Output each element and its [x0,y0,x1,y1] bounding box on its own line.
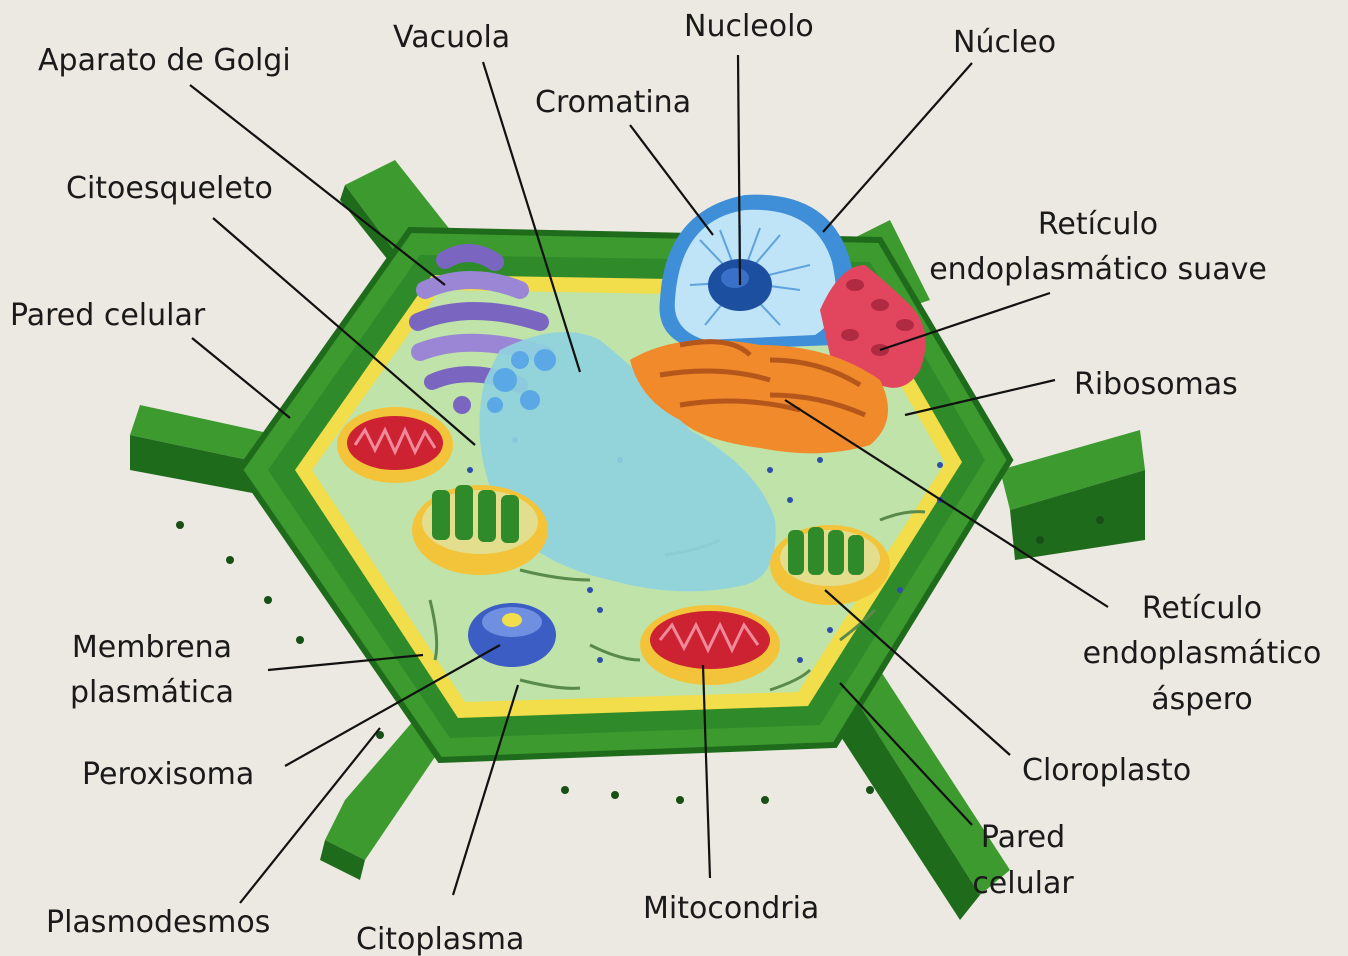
label-golgi: Aparato de Golgi [38,43,291,78]
chloroplast-left [412,485,548,575]
peroxisome [468,603,556,667]
label-citoplasma: Citoplasma [356,922,524,956]
mitochondrion-bottom [640,605,780,685]
label-rel-2: endoplasmático suave [929,252,1267,287]
label-pared-der-1: Pared [981,820,1065,855]
label-nucleo: Núcleo [953,25,1056,60]
label-mitocondria: Mitocondria [643,891,819,926]
label-pared-celular-izq: Pared celular [10,298,206,333]
label-membrana-2: plasmática [70,675,234,710]
label-nucleolo: Nucleolo [684,9,814,44]
label-citoesqueleto: Citoesqueleto [66,171,273,206]
mitochondrion-left [337,407,453,483]
label-rel-1: Retículo [1038,207,1158,242]
label-rer-1: Retículo [1142,591,1262,626]
label-vacuola: Vacuola [393,20,510,55]
label-cromatina: Cromatina [535,85,691,120]
label-rer-2: endoplasmático [1083,636,1322,671]
label-membrana-1: Membrena [72,630,232,665]
label-rer-3: áspero [1151,682,1253,717]
label-ribosomas: Ribosomas [1074,367,1238,402]
label-cloroplasto: Cloroplasto [1022,753,1191,788]
label-plasmodesmos: Plasmodesmos [46,905,270,940]
label-pared-der-2: celular [972,866,1074,901]
label-peroxisoma: Peroxisoma [82,757,254,792]
